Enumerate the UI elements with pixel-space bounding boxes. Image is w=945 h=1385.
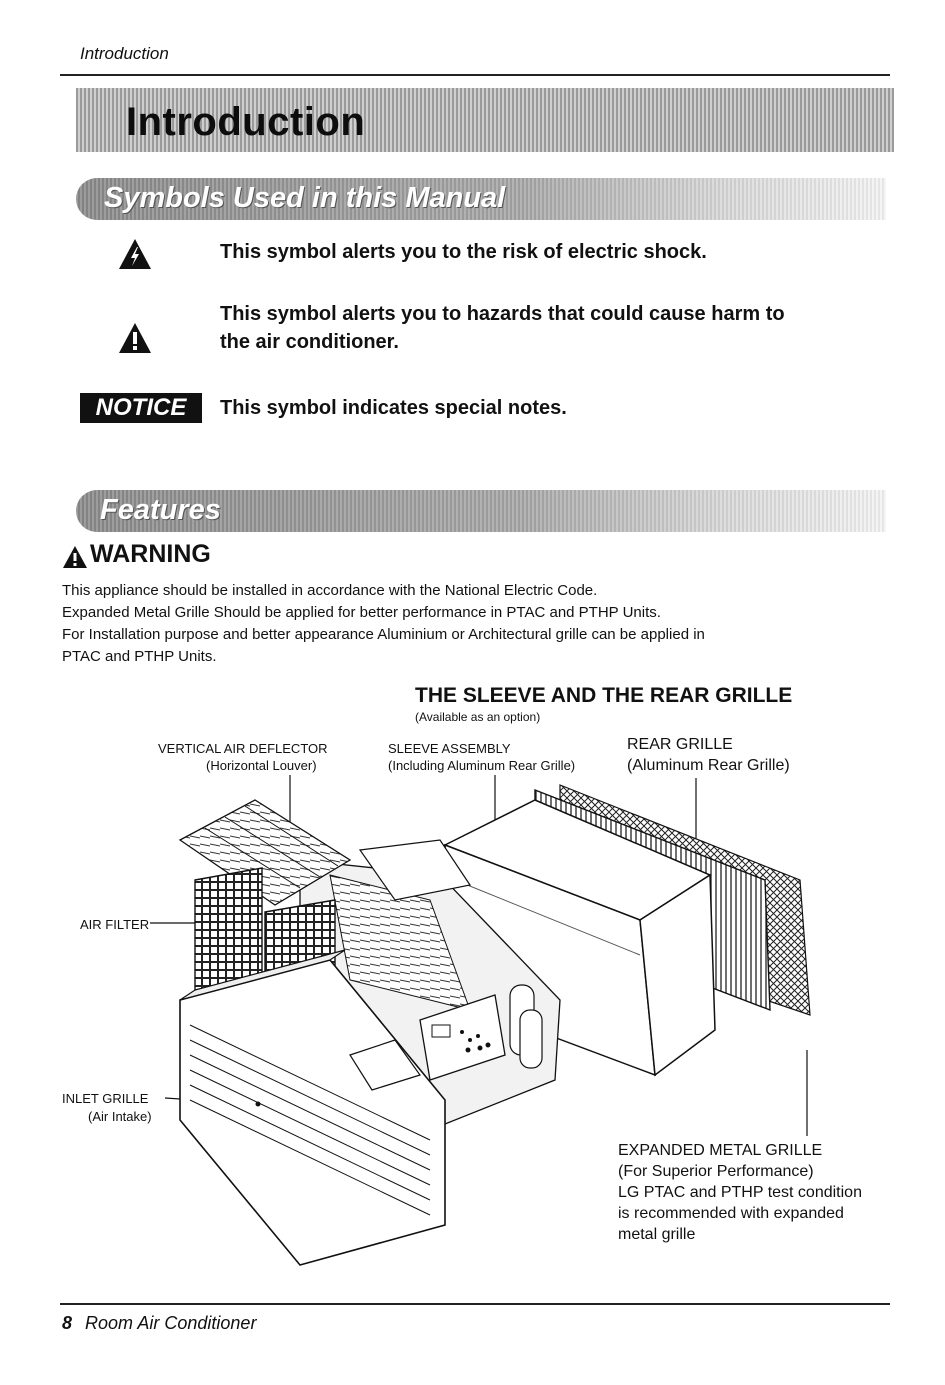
label-inlet-grille: INLET GRILLE: [62, 1091, 149, 1106]
label-rear-grille: REAR GRILLE: [627, 736, 733, 753]
label-expanded-grille-line1: (For Superior Performance): [618, 1163, 814, 1180]
label-expanded-grille: EXPANDED METAL GRILLE: [618, 1142, 823, 1159]
symbol-text-notice: This symbol indicates special notes.: [220, 397, 567, 419]
page-number: 8: [62, 1313, 73, 1333]
symbol-text-shock: This symbol alerts you to the risk of el…: [220, 241, 707, 263]
running-header: Introduction: [80, 44, 169, 63]
label-sleeve-sub: (Including Aluminum Rear Grille): [388, 758, 576, 773]
footer: 8 Room Air Conditioner: [62, 1313, 256, 1334]
warning-line: This appliance should be installed in ac…: [62, 582, 598, 599]
features-section-title: Features: [100, 494, 221, 526]
figure-subtitle: (Available as an option): [415, 710, 541, 724]
footer-title: Room Air Conditioner: [85, 1313, 257, 1333]
hazard-warning-icon: [118, 322, 152, 359]
footer-rule: [60, 1303, 890, 1305]
notice-badge: NOTICE: [80, 393, 202, 423]
electric-shock-warning-icon: [118, 238, 152, 275]
warning-icon: [62, 545, 88, 574]
header-rule: [60, 74, 890, 76]
warning-line: Expanded Metal Grille Should be applied …: [62, 604, 661, 621]
label-inlet-grille-sub: (Air Intake): [88, 1109, 152, 1124]
symbols-section-bar: Symbols Used in this Manual: [76, 178, 886, 220]
label-rear-grille-sub: (Aluminum Rear Grille): [627, 757, 790, 774]
warning-line: PTAC and PTHP Units.: [62, 648, 217, 665]
label-vertical-deflector: VERTICAL AIR DEFLECTOR: [158, 741, 328, 756]
warning-line: For Installation purpose and better appe…: [62, 626, 705, 643]
label-vertical-deflector-sub: (Horizontal Louver): [206, 758, 317, 773]
label-expanded-grille-line4: metal grille: [618, 1226, 696, 1243]
features-section-bar: Features: [76, 490, 886, 532]
warning-heading: WARNING: [90, 540, 211, 568]
label-expanded-grille-line2: LG PTAC and PTHP test condition: [618, 1184, 862, 1201]
figure-title: THE SLEEVE AND THE REAR GRILLE: [415, 684, 793, 707]
banner-title: Introduction: [126, 100, 366, 144]
label-sleeve: SLEEVE ASSEMBLY: [388, 741, 511, 756]
symbols-section-title: Symbols Used in this Manual: [104, 182, 506, 214]
label-expanded-grille-line3: is recommended with expanded: [618, 1205, 844, 1222]
warning-body: This appliance should be installed in ac…: [62, 580, 862, 668]
label-air-filter: AIR FILTER: [80, 917, 150, 932]
symbol-text-hazard-line2: the air conditioner.: [220, 331, 399, 353]
symbol-text-hazard-line1: This symbol alerts you to hazards that c…: [220, 303, 785, 325]
intro-banner: [76, 88, 894, 152]
